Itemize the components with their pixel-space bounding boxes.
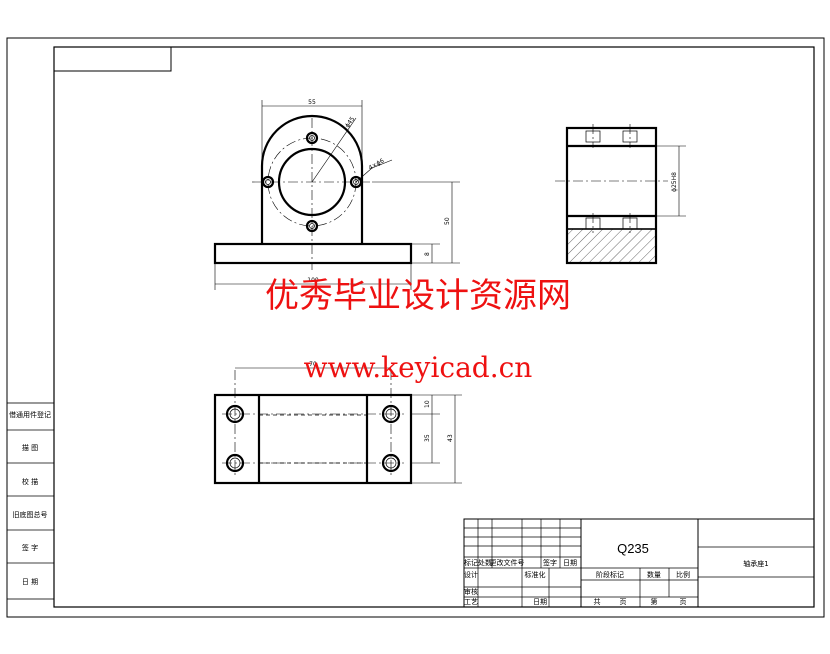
dim-hole-pitch: 35 <box>424 434 431 442</box>
tb-rev-header: 签字 <box>543 558 557 567</box>
tb-date: 日期 <box>533 598 547 606</box>
tb-standardization: 标准化 <box>525 570 546 579</box>
tb-rev-header: 标记 <box>464 558 478 567</box>
left-strip-label: 描 图 <box>22 443 38 452</box>
tb-stage-header: 数量 <box>647 570 661 579</box>
tb-rev-header: 处数 <box>478 558 492 567</box>
left-strip-label: 旧底图总号 <box>13 510 48 519</box>
tb-role: 审核 <box>464 587 478 596</box>
tb-role: 工艺 <box>464 598 478 606</box>
dim-holes: 4×ϕ6 <box>368 157 386 171</box>
dim-base-length: 100 <box>307 277 319 284</box>
tb-sheet: 共 <box>594 597 601 606</box>
dim-bore: ϕ25H8 <box>671 172 678 192</box>
dim-offset: 10 <box>424 400 431 408</box>
dim-depth: 43 <box>447 434 454 442</box>
title-block: 标记 处数 更改文件号 签字 日期 设计 审核 工艺 标准化 日期 Q235 阶… <box>463 518 815 608</box>
front-view: 55 ϕ45 4×ϕ6 50 8 100 <box>213 99 460 290</box>
tb-sheet: 页 <box>620 598 627 606</box>
drawing-code-box <box>53 46 172 72</box>
dim-total-height: 50 <box>444 217 451 225</box>
dim-hole-pcd: ϕ45 <box>344 115 356 129</box>
tb-sheet: 第 <box>651 597 658 606</box>
tb-part-name: 轴承座1 <box>743 559 768 568</box>
inner-frame <box>53 46 815 608</box>
top-view: 70 35 43 10 <box>213 361 462 485</box>
tb-material: Q235 <box>617 541 649 556</box>
tb-rev-header: 日期 <box>563 559 577 567</box>
dim-top-hole-spacing: 70 <box>309 361 317 368</box>
dim-front-width: 55 <box>308 99 316 106</box>
tb-sheet: 页 <box>680 598 687 606</box>
watermark-url: www.keyicad.cn <box>304 351 533 384</box>
tb-rev-header: 更改文件号 <box>490 558 525 567</box>
left-strip: 借通用件登记 描 图 校 描 旧底图总号 签 字 日 期 <box>6 402 55 600</box>
left-strip-label: 借通用件登记 <box>9 410 51 419</box>
tb-stage-header: 比例 <box>676 570 690 579</box>
tb-role: 设计 <box>464 570 478 579</box>
side-view: ϕ25H8 <box>555 124 686 265</box>
dim-base-thickness: 8 <box>424 252 431 256</box>
left-strip-label: 日 期 <box>22 578 38 586</box>
outer-border <box>6 37 825 618</box>
tb-stage-header: 阶段标记 <box>596 570 624 579</box>
left-strip-label: 校 描 <box>22 477 38 486</box>
watermark-title: 优秀毕业设计资源网 <box>265 276 571 316</box>
left-strip-label: 签 字 <box>22 543 38 552</box>
